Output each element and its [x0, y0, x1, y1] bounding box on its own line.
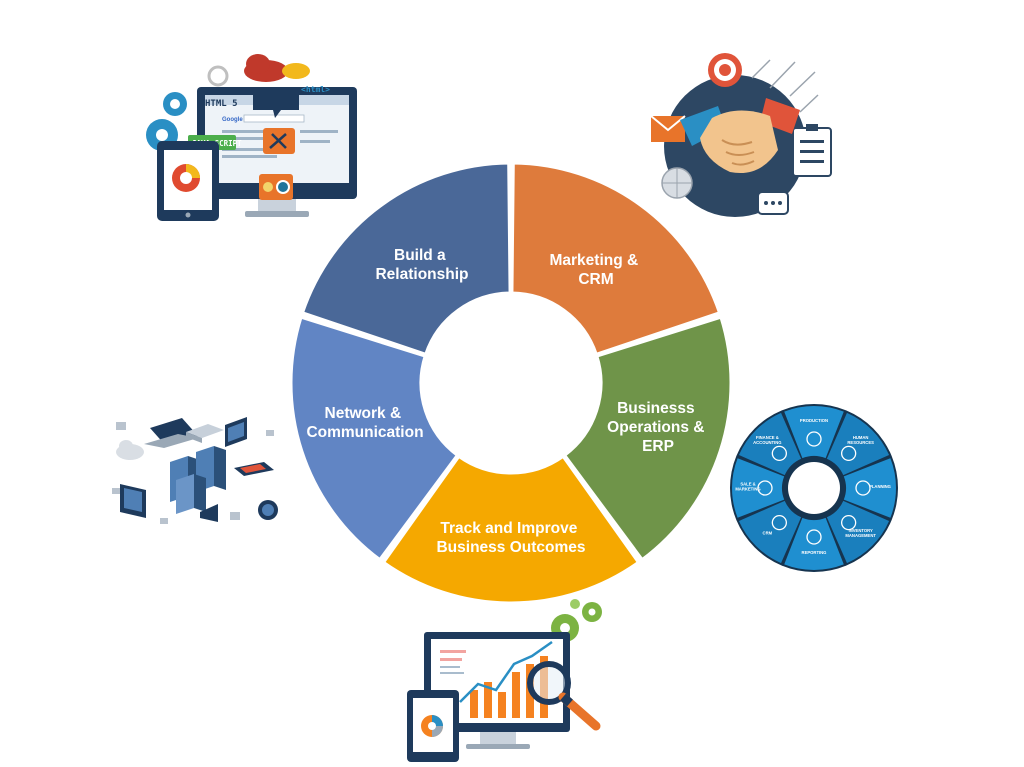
html5-tag: HTML 5 — [205, 99, 238, 109]
erp-module-segment — [826, 412, 890, 476]
erp-module-segment — [826, 500, 890, 564]
pie-chart-icon — [421, 715, 443, 737]
erp-module-label: CRM — [763, 531, 773, 536]
analytics-report-illustration — [407, 599, 602, 762]
megaphone-icon — [200, 504, 218, 522]
search-brand: Google — [222, 117, 243, 123]
cloud-icon — [116, 440, 144, 460]
globe-icon — [661, 167, 693, 199]
segment-build-relationship: Build a Relationship — [300, 161, 512, 357]
segment-operations-label: Businesss Operations & ERP — [607, 400, 709, 455]
segment-build-label: Build a Relationship — [375, 247, 468, 283]
web-development-illustration: HTML 5 <html> Google JAVA SCRIPT — [146, 54, 357, 221]
server-rack-icon — [170, 446, 226, 514]
erp-module-label: REPORTING — [802, 550, 827, 555]
speech-bubble-icon — [757, 191, 789, 215]
trend-line-icon — [459, 640, 553, 703]
cloud-icon — [244, 54, 310, 82]
chat-bubble-icon — [253, 90, 299, 118]
monitor-icon — [225, 417, 247, 447]
network-devices-illustration — [112, 417, 278, 524]
erp-module-icon — [771, 445, 788, 462]
growth-arrows-icon — [751, 59, 819, 113]
erp-module-label: FINANCE &ACCOUNTING — [753, 435, 781, 445]
erp-module-segment — [738, 500, 802, 564]
erp-module-icon — [855, 480, 871, 496]
segment-operations-arc — [562, 315, 733, 562]
erp-module-label: SALE &MARKETING — [735, 482, 760, 492]
erp-module-icon — [757, 480, 773, 496]
segment-business-operations: Businesss Operations & ERP — [562, 315, 733, 562]
desktop-computer-icon — [120, 484, 146, 518]
segment-network-label: Network & Communication — [306, 405, 423, 441]
html-code-tag: <html> — [301, 85, 330, 94]
erp-module-icon — [806, 529, 822, 545]
laptop-icon — [144, 418, 198, 448]
erp-module-label: PLANNING — [869, 484, 891, 489]
smartphone-icon — [234, 462, 274, 476]
segment-build-arc — [300, 161, 512, 357]
router-icon — [186, 424, 224, 443]
handshake-illustration — [650, 53, 832, 217]
tablet-pie-chart-icon — [172, 164, 200, 192]
segment-marketing-crm: Marketing & CRM — [510, 161, 722, 357]
smartwatch-icon — [258, 500, 278, 520]
cycle-diagram: Build a Relationship Marketing & CRM Bus… — [289, 161, 733, 605]
segment-track-improve: Track and Improve Business Outcomes — [381, 454, 641, 605]
erp-module-icon — [806, 431, 822, 447]
segment-network-communication: Network & Communication — [289, 315, 460, 562]
segment-marketing-arc — [510, 161, 722, 357]
handshake-icon — [700, 110, 778, 174]
erp-wheel-center — [788, 462, 840, 514]
erp-module-icon — [840, 445, 857, 462]
left-sleeve — [680, 106, 726, 146]
magnifier-icon — [527, 661, 601, 731]
erp-module-segment — [738, 412, 802, 476]
segment-network-arc — [289, 315, 460, 562]
erp-module-icon — [771, 514, 788, 531]
network-node-icons — [112, 422, 274, 524]
target-icon — [708, 53, 742, 87]
segment-marketing-label: Marketing & CRM — [549, 252, 642, 288]
erp-module-icon — [840, 514, 857, 531]
clipboard-icon — [792, 124, 832, 177]
segment-track-arc — [381, 454, 641, 605]
erp-module-label: PRODUCTION — [800, 418, 828, 423]
gear-outline-icon — [207, 65, 229, 87]
envelope-icon — [650, 115, 686, 142]
segment-track-label: Track and Improve Business Outcomes — [436, 520, 585, 556]
